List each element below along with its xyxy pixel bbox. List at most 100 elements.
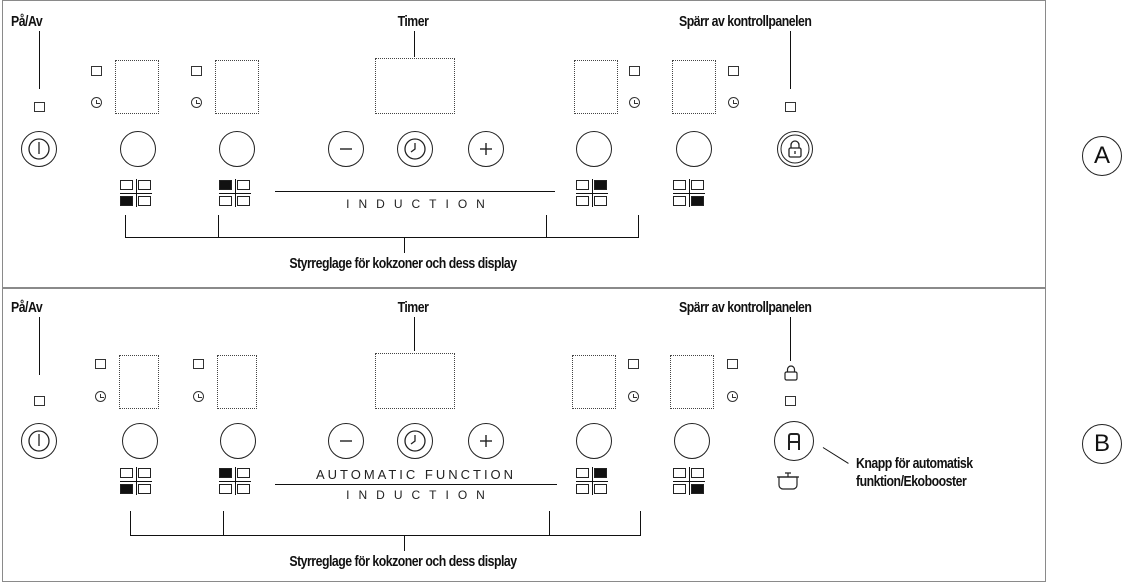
- timer-leader-line: [414, 317, 415, 351]
- zone-4-display: [672, 60, 716, 114]
- bracket-tick: [223, 511, 224, 535]
- timer-minus-button[interactable]: [328, 131, 364, 167]
- zone-4-selector-icon: [673, 179, 705, 207]
- zones-label: Styrreglage för kokzoner och dess displa…: [289, 255, 517, 272]
- auto-leader-line: [822, 447, 849, 464]
- lock-indicator: [785, 102, 796, 112]
- zone-4-timer-icon: [727, 391, 738, 402]
- panel-a-marker: A: [1082, 136, 1122, 176]
- zone-3-timer-icon: [628, 391, 639, 402]
- bracket-tick: [546, 215, 547, 237]
- zone-2-selector-icon: [219, 179, 251, 207]
- lock-label: Spärr av kontrollpanelen: [679, 13, 812, 30]
- zone-2-indicator: [193, 359, 204, 369]
- zone-3-selector-icon: [576, 467, 608, 495]
- lock-label: Spärr av kontrollpanelen: [679, 299, 812, 316]
- zone-1-timer-icon: [91, 97, 102, 108]
- power-button[interactable]: [21, 131, 57, 167]
- zone-2-selector-icon: [219, 467, 251, 495]
- zone-4-display: [670, 355, 714, 409]
- power-label: På/Av: [11, 299, 43, 316]
- plus-icon: [480, 435, 492, 447]
- timer-label: Timer: [397, 13, 429, 30]
- zone-4-indicator: [727, 359, 738, 369]
- bracket-tick: [638, 215, 639, 237]
- timer-minus-button[interactable]: [328, 423, 364, 459]
- timer-display: [375, 58, 455, 114]
- power-leader-line: [39, 317, 40, 375]
- zone-1-selector-icon: [120, 467, 152, 495]
- zone-2-display: [215, 60, 259, 114]
- bracket-tick: [640, 511, 641, 535]
- power-icon: [28, 430, 50, 452]
- induction-band-line: [275, 484, 557, 485]
- zone-3-indicator: [629, 66, 640, 76]
- auto-function-icon: [788, 433, 800, 450]
- zone-3-selector-icon: [576, 179, 608, 207]
- zone-3-display: [572, 355, 616, 409]
- timer-plus-button[interactable]: [468, 131, 504, 167]
- zone-bracket: [130, 535, 641, 536]
- zone-3-indicator: [628, 359, 639, 369]
- lock-icon: [780, 134, 810, 164]
- zone-2-button[interactable]: [220, 423, 256, 459]
- induction-band-line: [275, 191, 555, 192]
- auto-function-label: Knapp för automatisk: [856, 455, 973, 472]
- control-panel-a: På/Av Timer Spärr av kontrollpanelen: [2, 0, 1046, 288]
- minus-icon: [340, 440, 352, 442]
- auto-function-button[interactable]: [774, 421, 814, 461]
- bracket-tick: [218, 215, 219, 237]
- plus-icon: [480, 143, 492, 155]
- zone-1-selector-icon: [120, 179, 152, 207]
- power-leader-line: [39, 31, 40, 89]
- zone-1-button[interactable]: [120, 131, 156, 167]
- zone-1-button[interactable]: [122, 423, 158, 459]
- timer-plus-button[interactable]: [468, 423, 504, 459]
- timer-label: Timer: [397, 299, 429, 316]
- auto-function-label-2: funktion/Ekobooster: [856, 473, 967, 490]
- induction-label: INDUCTION: [346, 197, 494, 211]
- zone-3-button[interactable]: [576, 131, 612, 167]
- clock-icon: [404, 430, 426, 452]
- bracket-tick: [125, 215, 126, 237]
- lock-leader-line: [790, 317, 791, 361]
- timer-button[interactable]: [397, 131, 433, 167]
- zone-1-timer-icon: [95, 391, 106, 402]
- zone-2-timer-icon: [193, 391, 204, 402]
- timer-button[interactable]: [397, 423, 433, 459]
- bracket-tick: [404, 535, 405, 551]
- control-panel-b: På/Av Timer Spärr av kontrollpanelen Kna…: [2, 288, 1046, 582]
- power-label: På/Av: [11, 13, 43, 30]
- pot-icon: [777, 472, 799, 490]
- zone-4-button[interactable]: [676, 131, 712, 167]
- lock-button[interactable]: [777, 131, 813, 167]
- panel-b-marker: B: [1082, 424, 1122, 464]
- zone-1-display: [115, 60, 159, 114]
- zone-1-indicator: [91, 66, 102, 76]
- zone-4-timer-icon: [728, 97, 739, 108]
- induction-label: INDUCTION: [346, 488, 494, 502]
- zone-2-display: [217, 355, 257, 409]
- clock-icon: [404, 138, 426, 160]
- zone-3-display: [574, 60, 618, 114]
- minus-icon: [340, 148, 352, 150]
- zone-3-timer-icon: [629, 97, 640, 108]
- zone-bracket: [125, 237, 639, 238]
- zone-3-button[interactable]: [576, 423, 612, 459]
- automatic-function-label: AUTOMATIC FUNCTION: [315, 467, 517, 482]
- power-indicator: [34, 102, 45, 112]
- zone-4-indicator: [728, 66, 739, 76]
- zone-4-button[interactable]: [674, 423, 710, 459]
- timer-display: [375, 353, 455, 409]
- power-button[interactable]: [21, 423, 57, 459]
- zone-2-timer-icon: [191, 97, 202, 108]
- lock-indicator: [785, 396, 796, 406]
- bracket-tick: [404, 237, 405, 253]
- zones-label: Styrreglage för kokzoner och dess displa…: [289, 553, 517, 570]
- power-icon: [28, 138, 50, 160]
- lock-leader-line: [790, 31, 791, 89]
- zone-4-selector-icon: [673, 467, 705, 495]
- bracket-tick: [130, 511, 131, 535]
- zone-1-indicator: [95, 359, 106, 369]
- zone-2-button[interactable]: [219, 131, 255, 167]
